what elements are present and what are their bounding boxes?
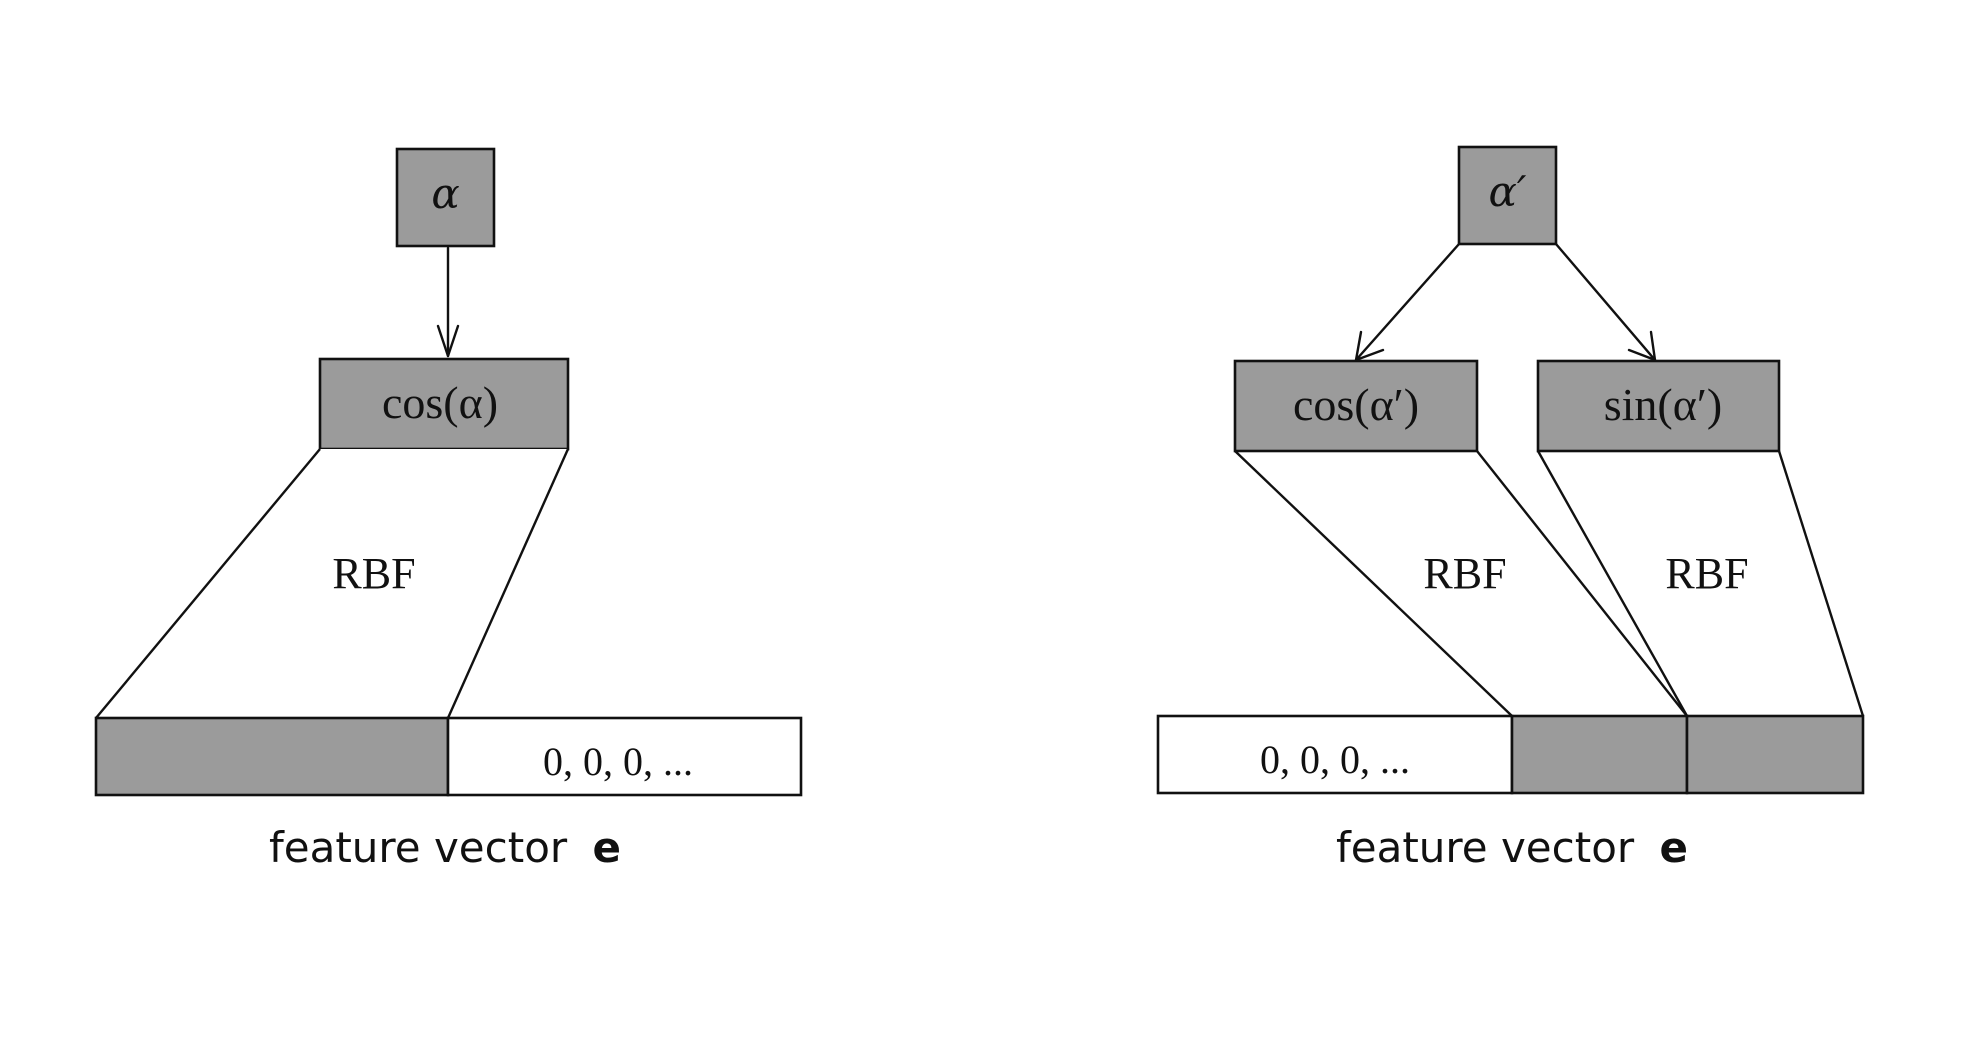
right-zeros-label: 0, 0, 0, ...: [1260, 737, 1410, 782]
right-arrow-sin: [1554, 242, 1657, 362]
right-caption-symbol: e: [1660, 823, 1689, 872]
right-feature-segment-sin: [1685, 714, 1865, 795]
left-input-label: α: [431, 169, 459, 218]
left-rbf-transform: RBF: [95, 448, 570, 719]
left-feature-segment-zeros: [446, 716, 803, 797]
right-sin-label: sin(α′): [1604, 379, 1722, 430]
right-cos-node: cos(α′): [1233, 359, 1479, 453]
left-diagram: α cos(α) RBF 0, 0, 0, ... feature vector: [94, 147, 803, 872]
right-feature-segment-cos: [1510, 714, 1689, 795]
left-caption-symbol: e: [593, 823, 622, 872]
right-caption: feature vector e: [1336, 823, 1688, 872]
left-rbf-label: RBF: [332, 549, 415, 598]
left-feature-vector: 0, 0, 0, ...: [94, 716, 803, 797]
right-feature-segment-zeros: [1156, 714, 1514, 795]
right-cos-label: cos(α′): [1293, 379, 1419, 430]
right-rbf-sin-transform: RBF: [1536, 450, 1865, 717]
left-input-arrow: [436, 246, 460, 358]
left-zeros-label: 0, 0, 0, ...: [543, 739, 693, 784]
right-rbf-cos-transform: RBF: [1234, 450, 1688, 717]
right-rbf-cos-label: RBF: [1423, 549, 1506, 598]
left-cos-label: cos(α): [382, 377, 498, 428]
right-rbf-sin-label: RBF: [1665, 549, 1748, 598]
left-feature-segment-rbf: [94, 716, 450, 797]
right-feature-vector: 0, 0, 0, ...: [1156, 714, 1865, 795]
right-input-label: α′: [1489, 167, 1527, 216]
right-sin-node: sin(α′): [1536, 359, 1781, 453]
left-cos-node: cos(α): [318, 357, 570, 451]
right-caption-text: feature vector: [1336, 823, 1635, 872]
left-input-node: α: [395, 147, 496, 248]
right-input-node: α′: [1457, 145, 1558, 246]
right-arrow-cos: [1354, 242, 1461, 362]
left-caption: feature vector e: [269, 823, 621, 872]
left-caption-text: feature vector: [269, 823, 568, 872]
right-diagram: α′ cos(α′) sin(α′) RBF: [1156, 145, 1865, 872]
